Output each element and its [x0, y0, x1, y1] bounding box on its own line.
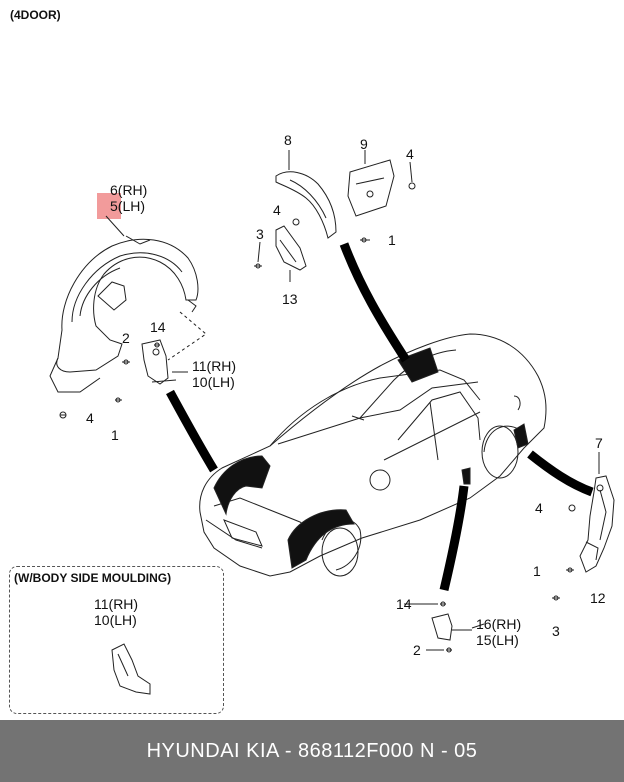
callout-9: 9 — [360, 136, 368, 152]
fasteners-right — [552, 504, 576, 601]
callout-4-top-right: 4 — [406, 146, 414, 162]
page-title: (4DOOR) — [10, 8, 61, 22]
car-body — [199, 333, 547, 577]
callout-13: 13 — [282, 291, 298, 307]
callout-14-bottom: 14 — [396, 596, 412, 612]
callout-1-right: 1 — [533, 563, 541, 579]
callout-15-lh: 15(LH) — [476, 632, 519, 648]
callout-16-rh: 16(RH) — [476, 616, 522, 632]
callout-8: 8 — [284, 132, 292, 148]
mud-guard-left — [141, 339, 177, 385]
callout-3-right: 3 — [552, 623, 560, 639]
rear-wheel-guard — [579, 475, 615, 573]
fasteners-left — [59, 342, 160, 419]
callout-5-lh: 5(LH) — [110, 198, 146, 214]
inset-callout-10-lh: 10(LH) — [94, 612, 137, 628]
callout-4-right: 4 — [535, 500, 543, 516]
part-highlight — [97, 193, 121, 219]
callout-1-left: 1 — [111, 427, 119, 443]
callout-2-left: 2 — [122, 330, 130, 346]
fasteners-top — [254, 182, 416, 269]
callout-2-bottom: 2 — [413, 642, 421, 658]
splash-shield-9 — [347, 159, 395, 217]
callout-12: 12 — [590, 590, 606, 606]
callout-14-left: 14 — [150, 319, 166, 335]
top-cover-8 — [275, 171, 337, 239]
footer-bar — [0, 720, 624, 782]
body-side-moulding-inset — [9, 566, 224, 714]
mud-flap-13 — [275, 225, 307, 271]
callout-11-rh-left: 11(RH) — [192, 358, 237, 374]
mud-guard-bottom — [431, 601, 472, 653]
inset-mud-guard — [111, 643, 151, 695]
arch-front-fill — [213, 455, 271, 516]
callout-4-left: 4 — [86, 410, 94, 426]
callout-1-top: 1 — [388, 232, 396, 248]
exploded-parts-diagram — [49, 150, 615, 695]
callout-10-lh-left: 10(LH) — [192, 374, 235, 390]
callout-6-rh: 6(RH) — [110, 182, 148, 198]
arch-front-lower — [287, 509, 355, 569]
inset-title: (W/BODY SIDE MOULDING) — [14, 571, 172, 585]
part-number-footer: HYUNDAI KIA - 868112F000 N - 05 — [146, 740, 478, 762]
inset-callout-11-rh: 11(RH) — [94, 596, 139, 612]
arch-rear-fill — [513, 423, 529, 449]
front-wheel-guard — [49, 215, 199, 393]
callout-4-top-middle: 4 — [273, 202, 281, 218]
callout-7: 7 — [595, 435, 603, 451]
callout-3-top: 3 — [256, 226, 264, 242]
